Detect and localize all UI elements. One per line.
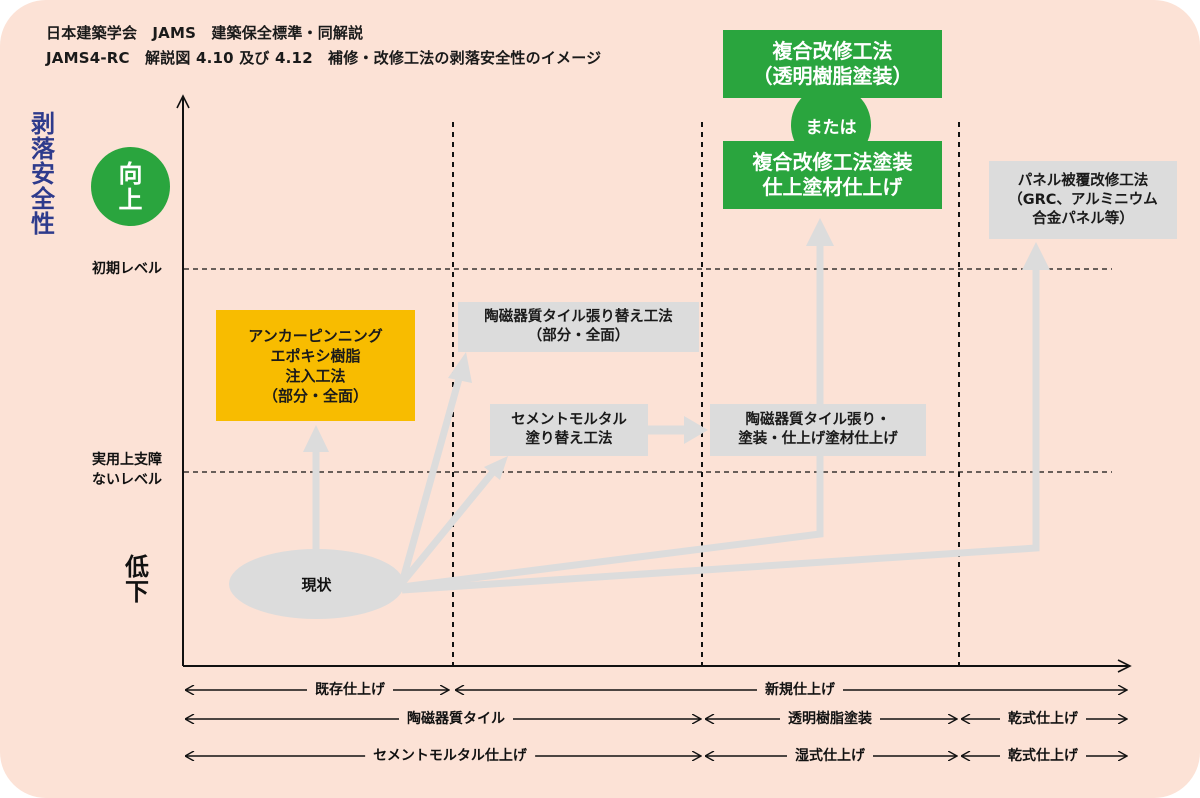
node-text: （透明樹脂塗装） <box>752 64 913 88</box>
node-anchor-pinning: アンカーピンニング エポキシ樹脂 注入工法 （部分・全面） <box>216 310 415 421</box>
node-composite-paint: 複合改修工法塗装 仕上塗材仕上げ <box>723 141 942 209</box>
decline-label: 低 下 <box>122 555 152 605</box>
category-dry-finish-2: 乾式仕上げ <box>1000 747 1086 765</box>
node-panel-cover: パネル被覆改修工法 （GRC、アルミニウム 合金パネル等） <box>989 161 1177 239</box>
node-text: セメントモルタル <box>511 412 627 428</box>
node-current-state: 現状 <box>229 549 404 619</box>
node-text: 陶磁器質タイル張り替え工法 <box>484 309 673 325</box>
node-text: エポキシ樹脂 <box>270 346 361 365</box>
level-practical-text-2: ないレベル <box>92 472 162 488</box>
node-text: 仕上塗材仕上げ <box>762 175 903 199</box>
node-tile-replacement: 陶磁器質タイル張り替え工法 （部分・全面） <box>458 302 699 352</box>
node-text: 陶磁器質タイル張り・ <box>745 412 891 428</box>
category-cement-mortar: セメントモルタル仕上げ <box>365 747 535 765</box>
low-char-1: 低 <box>125 553 149 581</box>
header-title-line1: 日本建築学会 JAMS 建築保全標準・同解説 <box>46 24 364 42</box>
badge-char-2: 上 <box>118 185 143 214</box>
badge-char-1: 向 <box>118 159 143 188</box>
node-text: 合金パネル等） <box>1032 210 1134 227</box>
category-existing-finish: 既存仕上げ <box>307 681 393 699</box>
level-initial-label: 初期レベル <box>60 259 162 279</box>
node-text: （部分・全面） <box>527 328 630 344</box>
node-text: 塗り替え工法 <box>525 431 613 447</box>
y-axis-label: 剥落安全性 <box>31 110 55 238</box>
node-text: 複合改修工法 <box>772 39 893 63</box>
level-practical-text-1: 実用上支障 <box>92 452 162 468</box>
improvement-badge: 向 上 <box>91 147 170 226</box>
level-practical-label: 実用上支障 ないレベル <box>60 450 162 490</box>
node-tile-paint-finish: 陶磁器質タイル張り・ 塗装・仕上げ塗材仕上げ <box>710 404 926 456</box>
axes <box>176 94 1132 673</box>
node-text: アンカーピンニング <box>248 326 383 345</box>
node-text: 注入工法 <box>285 366 346 385</box>
node-text: 複合改修工法塗装 <box>752 150 913 174</box>
node-text: （部分・全面） <box>262 386 368 405</box>
node-mortar-replacement: セメントモルタル 塗り替え工法 <box>490 404 648 456</box>
low-char-2: 下 <box>125 578 149 606</box>
node-text: （GRC、アルミニウム <box>1008 191 1158 208</box>
category-wet-finish: 湿式仕上げ <box>787 747 873 765</box>
level-initial-text: 初期レベル <box>92 261 162 277</box>
level-guides <box>184 268 1112 473</box>
category-arrows <box>186 690 1126 756</box>
category-ceramic-tile: 陶磁器質タイル <box>399 710 513 728</box>
flow-arrows <box>303 218 1050 594</box>
node-text: 塗装・仕上げ塗材仕上げ <box>738 431 898 447</box>
category-clear-resin: 透明樹脂塗装 <box>780 710 880 728</box>
header-title-line2: JAMS4-RC 解説図 4.10 及び 4.12 補修・改修工法の剥落安全性の… <box>46 49 602 67</box>
category-dry-finish: 乾式仕上げ <box>1000 710 1086 728</box>
node-text: パネル被覆改修工法 <box>1017 172 1149 189</box>
category-new-finish: 新規仕上げ <box>757 681 843 699</box>
